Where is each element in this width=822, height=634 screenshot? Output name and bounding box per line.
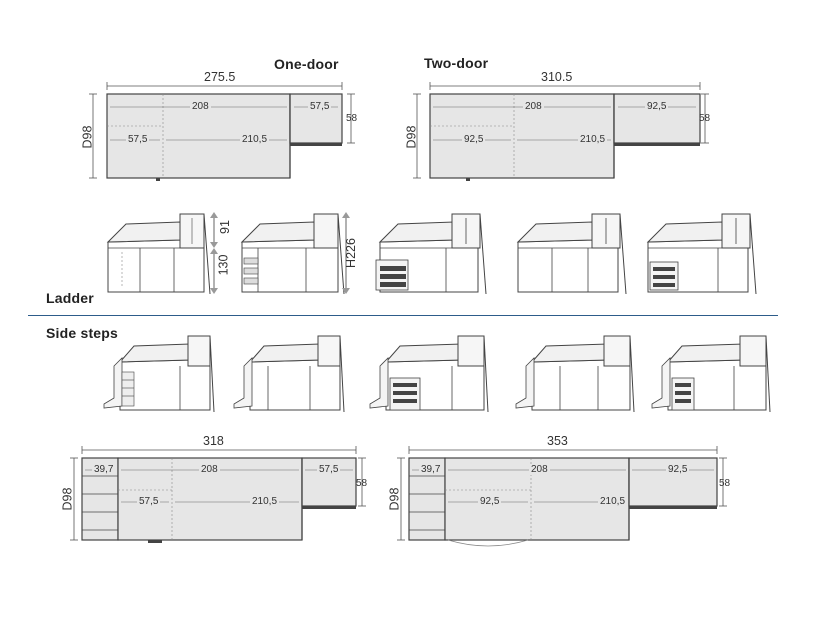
- ladder-variant-3: [375, 213, 487, 295]
- side-steps-variant-5: [651, 335, 771, 413]
- plan1-side-depth-dim: 58: [346, 113, 358, 124]
- side-steps-variant-1: [103, 335, 215, 413]
- plan2-upper-main-dim: 208: [523, 101, 544, 112]
- plan3-lower-main-dim: 210,5: [250, 496, 280, 507]
- one-door-label: One-door: [274, 56, 339, 72]
- plan2-lower-main-dim: 210,5: [578, 134, 608, 145]
- plan3-side-depth-dim: 58: [356, 478, 368, 489]
- side-steps-variant-2: [233, 335, 345, 413]
- plan-steps-two-door: [397, 446, 727, 547]
- ladder-total-height-dim: H226: [343, 238, 358, 268]
- plan4-upper-side-dim: 92,5: [666, 464, 690, 475]
- plan2-depth-dim: D98: [404, 125, 419, 149]
- plan2-upper-side-dim: 92,5: [645, 101, 669, 112]
- plan2-total-dim: 310.5: [541, 70, 573, 84]
- plan4-side-depth-dim: 58: [719, 478, 731, 489]
- ladder-variant-4: [516, 213, 627, 295]
- plan2-lower-left-dim: 92,5: [462, 134, 486, 145]
- plan4-step-dim: 39,7: [419, 464, 443, 475]
- ladder-top-height-dim: 91: [217, 220, 232, 234]
- plan3-total-dim: 318: [203, 434, 224, 448]
- plan3-step-dim: 39,7: [92, 464, 116, 475]
- ladder-variant-1: [106, 213, 211, 295]
- plan4-total-dim: 353: [547, 434, 568, 448]
- section-divider: [28, 315, 778, 316]
- plan-two-door: [413, 82, 709, 181]
- plan3-upper-main-dim: 208: [199, 464, 220, 475]
- ladder-bottom-height-dim: 130: [216, 254, 231, 276]
- side-steps-variant-4: [515, 335, 635, 413]
- two-door-label: Two-door: [424, 55, 489, 71]
- side-steps-variant-3: [369, 335, 489, 413]
- ladder-height-dims: [210, 212, 350, 294]
- plan2-side-depth-dim: 58: [699, 113, 711, 124]
- plan4-upper-main-dim: 208: [529, 464, 550, 475]
- plan1-upper-side-dim: 57,5: [308, 101, 332, 112]
- plan4-depth-dim: D98: [387, 487, 402, 511]
- plan3-lower-left-dim: 57,5: [137, 496, 161, 507]
- plan1-depth-dim: D98: [80, 125, 95, 149]
- plan3-depth-dim: D98: [60, 487, 75, 511]
- plan3-upper-side-dim: 57,5: [317, 464, 341, 475]
- plan1-lower-main-dim: 210,5: [240, 134, 270, 145]
- plan1-lower-left-dim: 57,5: [126, 134, 150, 145]
- ladder-label: Ladder: [46, 290, 94, 306]
- plan4-lower-left-dim: 92,5: [478, 496, 502, 507]
- ladder-variant-2: [240, 213, 345, 295]
- plan-one-door: [89, 82, 355, 181]
- plan-steps-one-door: [70, 446, 366, 543]
- ladder-variant-5: [646, 213, 757, 295]
- plan1-upper-main-dim: 208: [190, 101, 211, 112]
- plan1-total-dim: 275.5: [204, 70, 236, 84]
- plan4-lower-main-dim: 210,5: [598, 496, 628, 507]
- side-steps-label: Side steps: [46, 325, 119, 341]
